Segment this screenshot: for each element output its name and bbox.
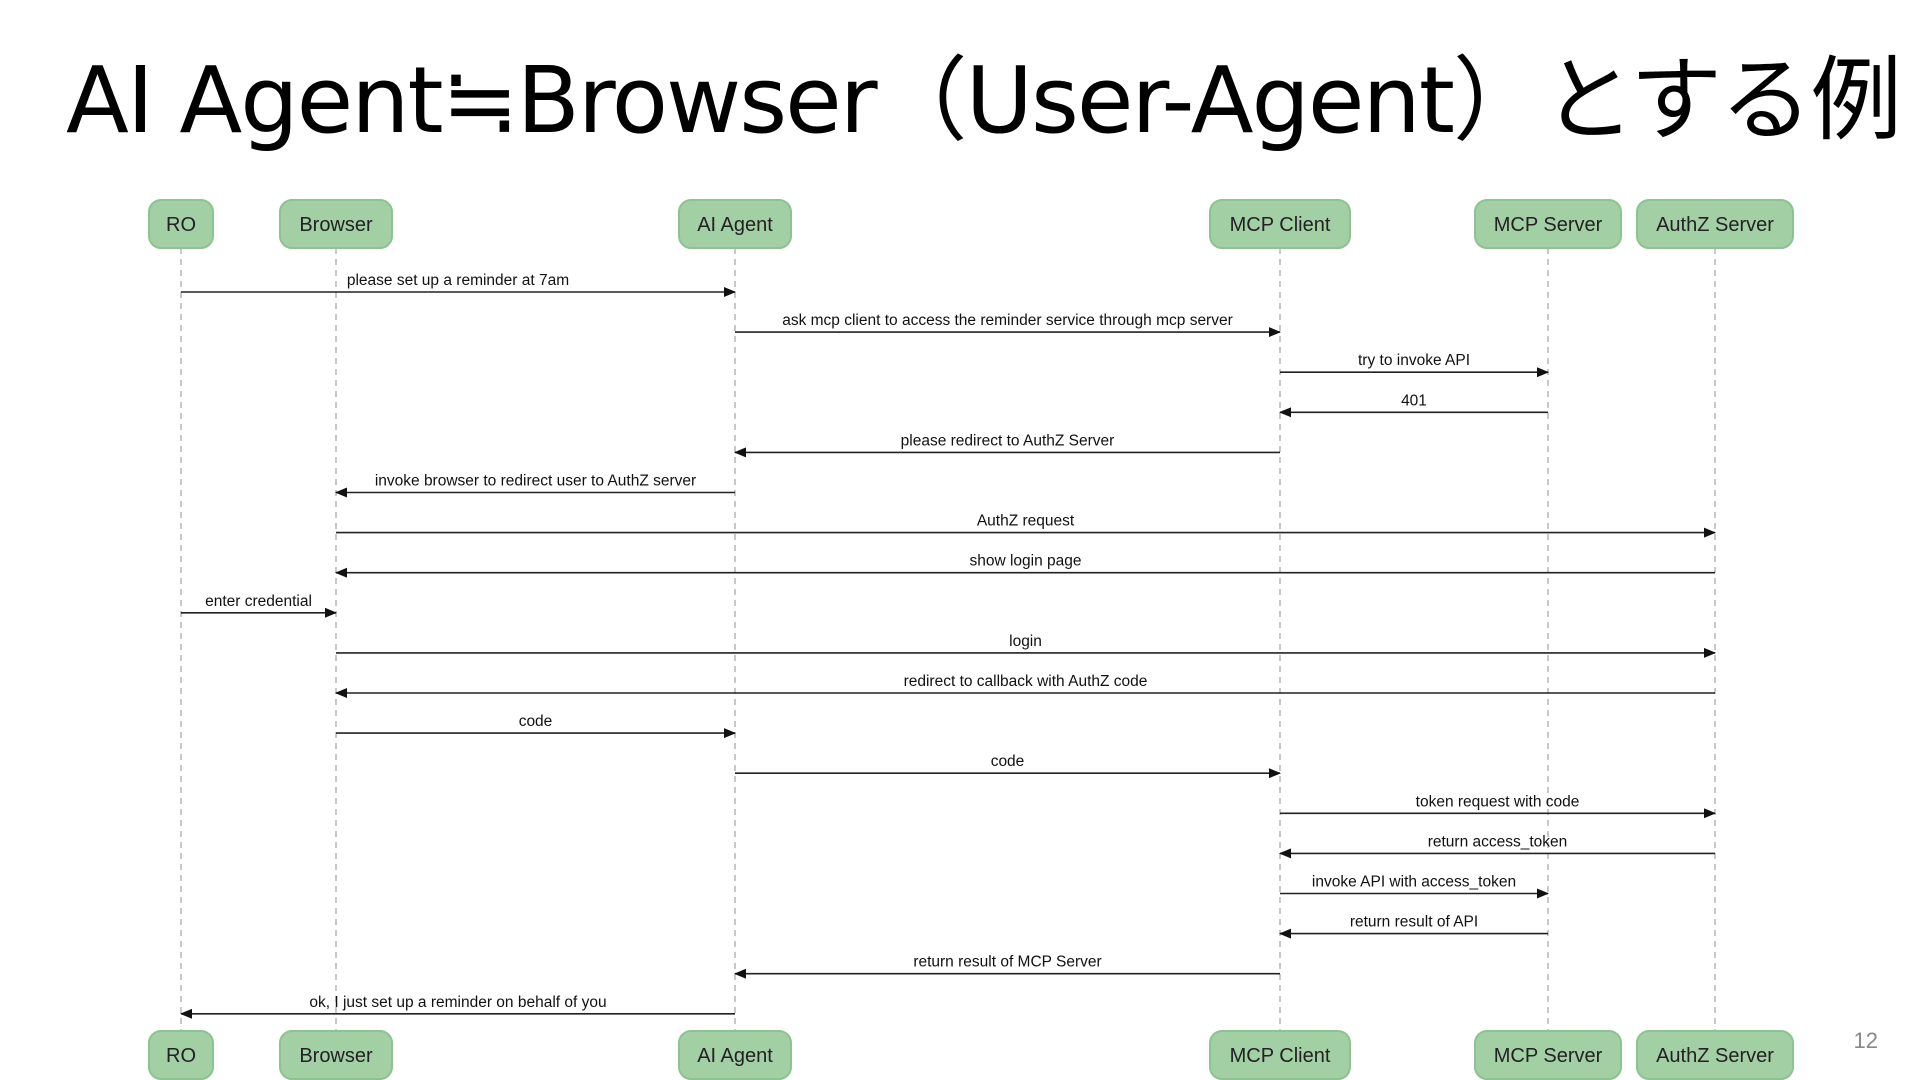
participant-box-bottom-authz-server	[1636, 1030, 1794, 1080]
participant-box-bottom-ro	[148, 1030, 214, 1080]
participant-label-bottom-ro: RO	[166, 1045, 196, 1067]
participant-box-top-mcp-client	[1209, 199, 1351, 249]
message-label: ok, I just set up a reminder on behalf o…	[309, 994, 606, 1011]
message-label: token request with code	[1416, 793, 1580, 810]
participant-label-bottom-ai-agent: AI Agent	[697, 1045, 773, 1067]
message-label: return access_token	[1428, 833, 1568, 850]
participant-label-bottom-mcp-client: MCP Client	[1230, 1045, 1331, 1067]
participant-box-bottom-mcp-client	[1209, 1030, 1351, 1080]
participant-label-bottom-mcp-server: MCP Server	[1494, 1045, 1603, 1067]
message-label: show login page	[969, 553, 1081, 570]
message-label: ask mcp client to access the reminder se…	[782, 312, 1233, 329]
participant-box-top-ai-agent	[678, 199, 792, 249]
message-label: AuthZ request	[977, 513, 1075, 530]
participant-label-top-browser: Browser	[299, 214, 373, 236]
participant-label-top-ro: RO	[166, 214, 196, 236]
participant-label-bottom-authz-server: AuthZ Server	[1656, 1045, 1774, 1067]
message-label: return result of API	[1350, 914, 1478, 931]
message-label: invoke browser to redirect user to AuthZ…	[375, 473, 696, 490]
message-label: please set up a reminder at 7am	[347, 272, 569, 289]
message-label: try to invoke API	[1358, 352, 1470, 369]
participant-label-top-ai-agent: AI Agent	[697, 214, 773, 236]
participant-label-top-mcp-server: MCP Server	[1494, 214, 1603, 236]
participant-box-top-browser	[279, 199, 393, 249]
message-label: login	[1009, 633, 1042, 650]
participant-box-bottom-browser	[279, 1030, 393, 1080]
participant-box-top-mcp-server	[1474, 199, 1622, 249]
participant-label-top-mcp-client: MCP Client	[1230, 214, 1331, 236]
message-label: invoke API with access_token	[1312, 874, 1516, 891]
participant-box-top-authz-server	[1636, 199, 1794, 249]
slide-title: AI Agent≒Browser（User-Agent）とする例	[66, 47, 1902, 154]
message-label: 401	[1401, 392, 1427, 409]
participant-label-top-authz-server: AuthZ Server	[1656, 214, 1774, 236]
message-label: code	[519, 713, 553, 730]
message-label: code	[991, 753, 1025, 770]
message-label: please redirect to AuthZ Server	[901, 432, 1115, 449]
page-number: 12	[1853, 1028, 1878, 1053]
message-label: enter credential	[205, 593, 312, 610]
participant-label-bottom-browser: Browser	[299, 1045, 373, 1067]
participant-box-top-ro	[148, 199, 214, 249]
participant-box-bottom-ai-agent	[678, 1030, 792, 1080]
participant-box-bottom-mcp-server	[1474, 1030, 1622, 1080]
message-label: redirect to callback with AuthZ code	[904, 673, 1148, 690]
message-label: return result of MCP Server	[913, 954, 1101, 971]
